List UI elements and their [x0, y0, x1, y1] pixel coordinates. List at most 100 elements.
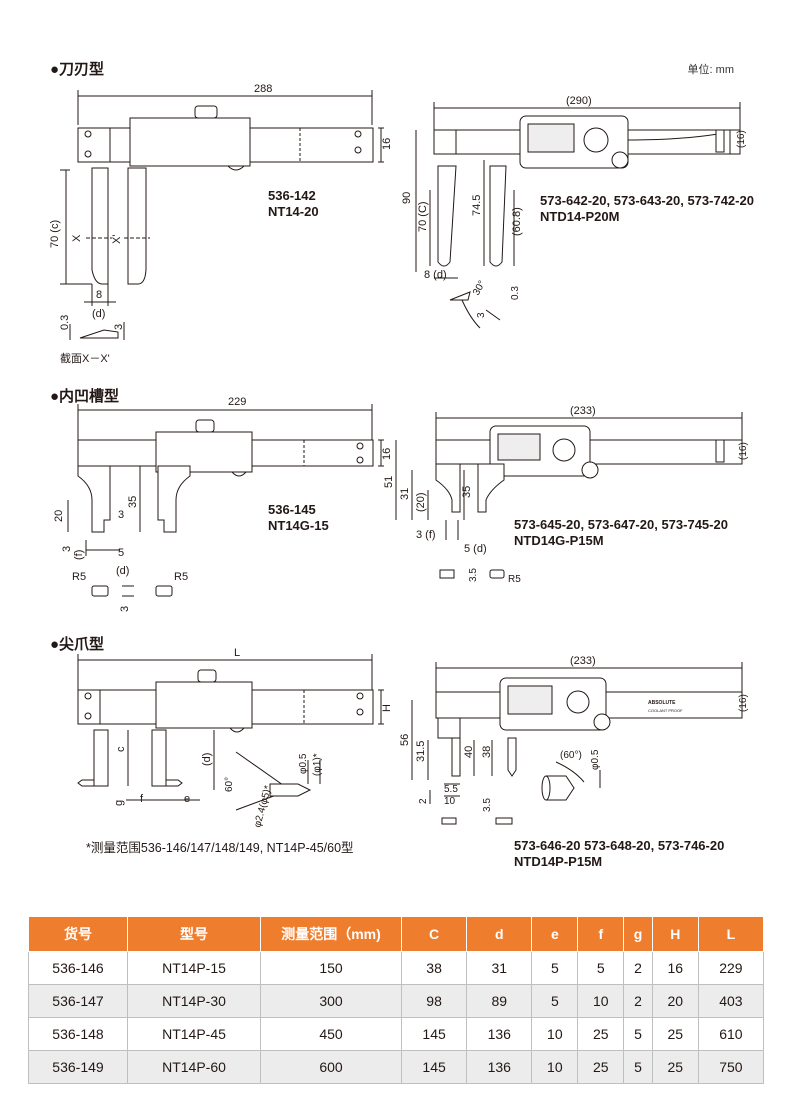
cell: 5	[623, 1017, 653, 1051]
model-573-642-series: 573-642-20, 573-643-20, 573-742-20	[540, 193, 754, 208]
dim-5-5: 5.5	[444, 784, 458, 795]
cell: 145	[400, 1017, 468, 1051]
cell: 5	[623, 1050, 653, 1084]
dim-length-229: 229	[228, 396, 246, 408]
brand-coolant-text: COOLANT PROOF	[648, 708, 683, 713]
model-536-142: 536-142	[268, 188, 316, 203]
dim-length-233-groove: (233)	[570, 405, 596, 417]
dim-8d-digital: 8 (d)	[424, 269, 447, 281]
col-header-c: C	[400, 916, 468, 952]
dim-3-5-point: 3.5	[482, 798, 493, 812]
dim-20: 20	[53, 510, 65, 522]
col-header-model: 型号	[127, 916, 261, 952]
cell: 750	[697, 1050, 765, 1084]
dim-d-label-groove: (d)	[116, 565, 129, 577]
dim-x-prime: X'	[111, 235, 123, 244]
dim-f: f	[140, 793, 144, 805]
dim-c: c	[115, 746, 127, 752]
dim-35: 35	[127, 496, 139, 508]
cell: 536-147	[28, 984, 128, 1018]
model-573-646-series: 573-646-20 573-648-20, 573-746-20	[514, 838, 724, 853]
dim-height-16-groove: 16	[381, 448, 393, 460]
col-header-h: H	[651, 916, 699, 952]
cell: 536-149	[28, 1050, 128, 1084]
cell: 2	[623, 951, 653, 985]
cell: 16	[651, 951, 699, 985]
dim-3f: 3 (f)	[416, 529, 436, 541]
dim-56: 56	[399, 734, 411, 746]
dim-length-288: 288	[254, 83, 272, 95]
dim-dia-0-5-digital: φ0.5	[590, 749, 601, 770]
cell: 136	[466, 1017, 533, 1051]
dim-d-8: 8	[96, 289, 102, 301]
cell: 31	[466, 951, 533, 985]
dim-x: X	[71, 234, 83, 242]
cell: 25	[577, 1017, 625, 1051]
section-title-inner-groove: ●内凹槽型	[50, 388, 120, 405]
cell: 25	[651, 1017, 699, 1051]
dim-g2: 2	[418, 798, 429, 804]
dim-angle-60-paren: (60°)	[560, 750, 582, 761]
dim-3-tip-groove: 3	[119, 606, 131, 612]
dim-length-L: L	[234, 647, 240, 659]
dim-3-tip: 3	[476, 312, 487, 318]
dim-c-70: 70 (c)	[49, 220, 61, 248]
cell: 25	[651, 1050, 699, 1084]
cell: 536-148	[28, 1017, 128, 1051]
cell: 136	[466, 1050, 533, 1084]
col-header-range: 测量范围（mm)	[260, 916, 402, 952]
dim-f-label: (f)	[73, 550, 85, 560]
dim-height-16-groove-digital: (16)	[738, 442, 749, 460]
dim-d-point: (d)	[201, 753, 213, 766]
dim-70c: 70 (C)	[417, 201, 429, 232]
dim-dia-1: (φ1)*	[312, 753, 323, 776]
dim-03-tip: 0.3	[510, 286, 521, 300]
section-title-point-jaw: ●尖爪型	[50, 636, 105, 653]
dim-e-10: 10	[444, 796, 456, 807]
col-header-e: e	[531, 916, 579, 952]
col-header-item-no: 货号	[28, 916, 128, 952]
dim-35-digital: 35	[461, 486, 473, 498]
cell: 5	[531, 951, 579, 985]
footnote: *测量范围536-146/147/148/149, NT14P-45/60型	[86, 841, 354, 855]
dim-90: 90	[401, 192, 413, 204]
dim-74-5: 74.5	[471, 195, 483, 216]
model-nt14g-15: NT14G-15	[268, 518, 329, 533]
cell: 450	[260, 1017, 402, 1051]
dim-40: 40	[463, 746, 475, 758]
cell: 150	[260, 951, 402, 985]
cell: 5	[531, 984, 579, 1018]
cell: 145	[400, 1050, 468, 1084]
dim-51: 51	[383, 476, 395, 488]
cell: 10	[531, 1050, 579, 1084]
dim-length-290: (290)	[566, 95, 592, 107]
dim-height-H: H	[381, 704, 393, 712]
dim-31: 31	[399, 488, 411, 500]
dim-r5-right: R5	[174, 571, 188, 583]
cell: NT14P-30	[127, 984, 261, 1018]
dim-angle-60: 60°	[224, 777, 235, 792]
cell: 229	[697, 951, 765, 985]
model-573-645-series: 573-645-20, 573-647-20, 573-745-20	[514, 517, 728, 532]
model-ntd14g-p15m: NTD14G-P15M	[514, 533, 604, 548]
dim-height-16-point-digital: (16)	[738, 694, 749, 712]
section-label-xx: 截面X－X'	[60, 351, 110, 365]
cell: NT14P-15	[127, 951, 261, 985]
dim-60-8: (60.8)	[511, 207, 523, 236]
col-header-d: d	[466, 916, 533, 952]
dim-20-paren: (20)	[415, 492, 427, 512]
dim-dia-0-5: φ0.5	[298, 753, 309, 774]
model-ntd14p-p15m: NTD14P-P15M	[514, 854, 602, 869]
dim-3-5-groove: 3.5	[468, 568, 479, 582]
dim-38: 38	[481, 746, 493, 758]
cell: 25	[577, 1050, 625, 1084]
